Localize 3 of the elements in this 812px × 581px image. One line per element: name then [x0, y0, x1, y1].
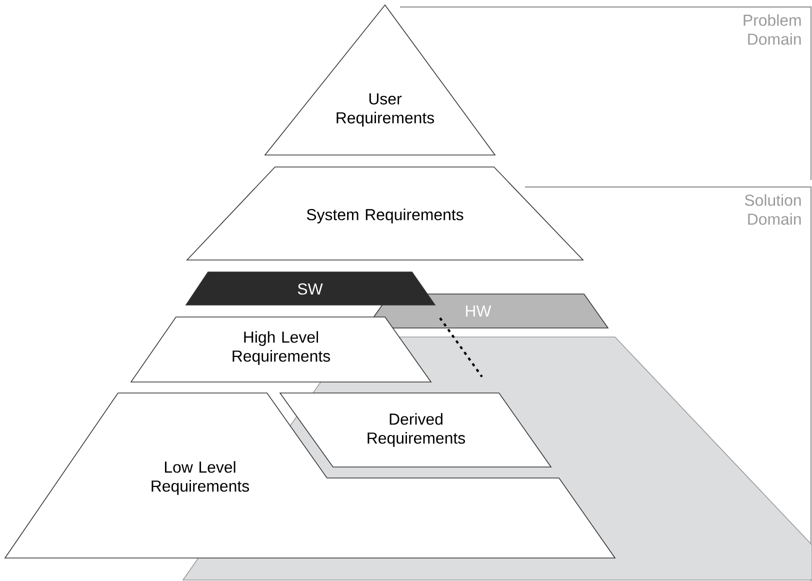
- domain-label: Solution Domain: [744, 194, 801, 225]
- domain-label: Problem Domain: [744, 14, 801, 45]
- dotted-line: [439, 317, 483, 378]
